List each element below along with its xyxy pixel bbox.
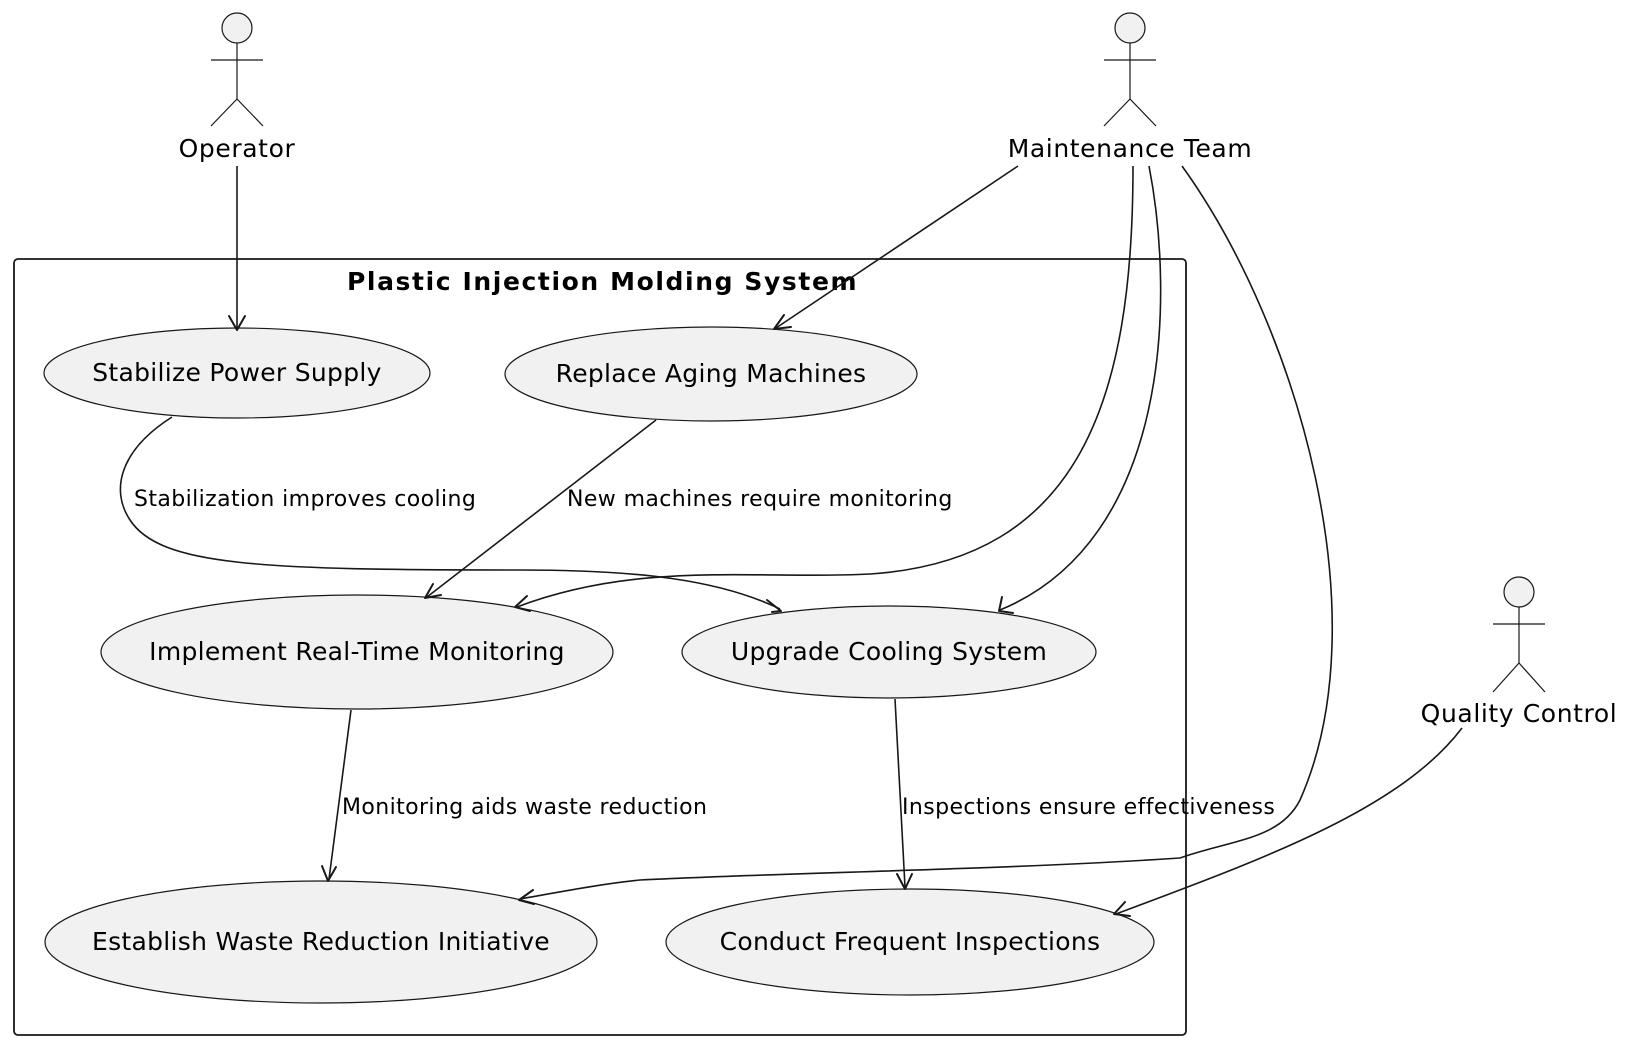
- edge-maintenance-to-monitoring: [514, 165, 1134, 612]
- usecase-implement-real-time-monitoring[interactable]: Implement Real-Time Monitoring: [100, 594, 614, 710]
- usecase-label: Establish Waste Reduction Initiative: [92, 927, 550, 956]
- actor-operator[interactable]: Operator: [179, 12, 296, 163]
- actor-maintenance-team[interactable]: Maintenance Team: [1008, 12, 1253, 163]
- system-boundary: Plastic Injection Molding System: [13, 258, 1187, 1036]
- usecase-label: Conduct Frequent Inspections: [720, 927, 1101, 956]
- actor-label: Maintenance Team: [1008, 134, 1253, 163]
- usecase-establish-waste-reduction-initiative[interactable]: Establish Waste Reduction Initiative: [44, 880, 598, 1004]
- actor-label: Operator: [179, 134, 296, 163]
- edge-label-new-machines-require-monitoring: New machines require monitoring: [567, 487, 953, 512]
- edge-maintenance-to-cooling: [998, 165, 1162, 614]
- usecase-label: Implement Real-Time Monitoring: [149, 637, 565, 666]
- edge-replace-to-monitoring: [424, 419, 657, 599]
- edge-label-stabilization-improves-cooling: Stabilization improves cooling: [134, 487, 476, 512]
- usecase-upgrade-cooling-system[interactable]: Upgrade Cooling System: [681, 605, 1097, 699]
- actor-label: Quality Control: [1421, 699, 1618, 728]
- edge-maintenance-to-replace: [773, 165, 1019, 330]
- edge-quality-to-inspections: [1113, 727, 1463, 917]
- edge-monitoring-to-waste: [321, 709, 352, 882]
- usecase-stabilize-power-supply[interactable]: Stabilize Power Supply: [43, 327, 431, 419]
- usecase-replace-aging-machines[interactable]: Replace Aging Machines: [504, 326, 918, 422]
- usecase-conduct-frequent-inspections[interactable]: Conduct Frequent Inspections: [665, 888, 1155, 996]
- edge-stabilize-to-cooling: [119, 416, 782, 613]
- edge-operator-to-stabilize: [228, 166, 246, 331]
- usecase-label: Upgrade Cooling System: [731, 637, 1047, 666]
- edge-label-monitoring-aids-waste-reduction: Monitoring aids waste reduction: [342, 795, 707, 820]
- edge-maintenance-to-waste: [518, 165, 1333, 905]
- edge-label-inspections-ensure-effectiveness: Inspections ensure effectiveness: [902, 795, 1275, 820]
- stick-figure-icon: [1492, 576, 1546, 693]
- actor-quality-control[interactable]: Quality Control: [1421, 576, 1618, 728]
- system-title: Plastic Injection Molding System: [347, 267, 858, 296]
- edge-cooling-to-inspections: [894, 698, 913, 890]
- system-boundary-box: [13, 258, 1187, 1036]
- usecase-label: Stabilize Power Supply: [92, 358, 381, 387]
- usecase-label: Replace Aging Machines: [556, 359, 867, 388]
- stick-figure-icon: [210, 12, 264, 127]
- stick-figure-icon: [1103, 12, 1157, 127]
